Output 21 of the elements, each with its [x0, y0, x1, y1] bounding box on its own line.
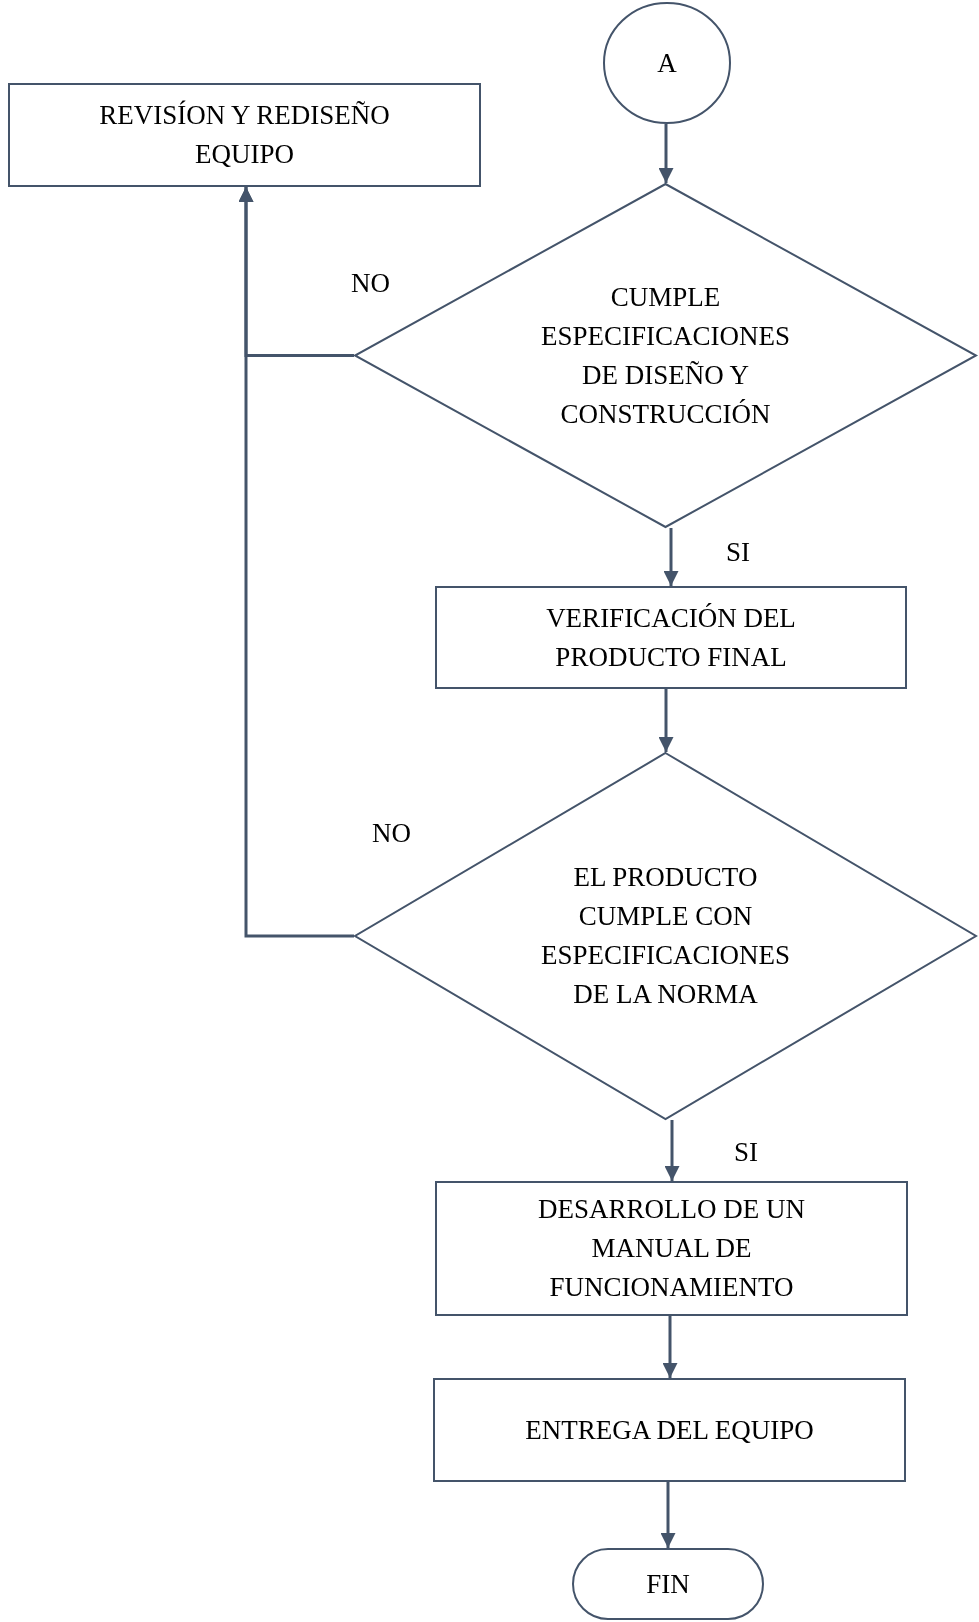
node-text: FIN	[646, 1567, 690, 1601]
process-box	[435, 586, 907, 689]
arrow	[660, 1482, 676, 1548]
arrow	[662, 1316, 678, 1378]
arrow	[664, 1120, 680, 1181]
node-text: REVISÍON Y REDISEÑO EQUIPO	[98, 99, 391, 171]
node-text: CUMPLE ESPECIFICACIONES DE DISEÑO Y CONSTRUCCIÓN	[539, 280, 791, 431]
arrow	[663, 528, 679, 586]
process-box	[435, 1181, 908, 1316]
process-box	[8, 83, 481, 187]
arrow	[658, 124, 674, 183]
decision-diamond	[354, 752, 977, 1120]
process-box	[433, 1378, 906, 1482]
arrow	[658, 689, 674, 752]
node-text: ENTREGA DEL EQUIPO	[525, 1413, 814, 1447]
node-text: VERIFICACIÓN DEL PRODUCTO FINAL	[545, 601, 797, 674]
node-text: EL PRODUCTO CUMPLE CON ESPECIFICACIONES DE LA NORMA	[539, 861, 791, 1011]
node-text: A	[657, 46, 677, 80]
arrow	[238, 187, 354, 938]
connector-circle	[603, 2, 731, 124]
node-text: DESARROLLO DE UN MANUAL DE FUNCIONAMIENTO	[537, 1193, 806, 1304]
